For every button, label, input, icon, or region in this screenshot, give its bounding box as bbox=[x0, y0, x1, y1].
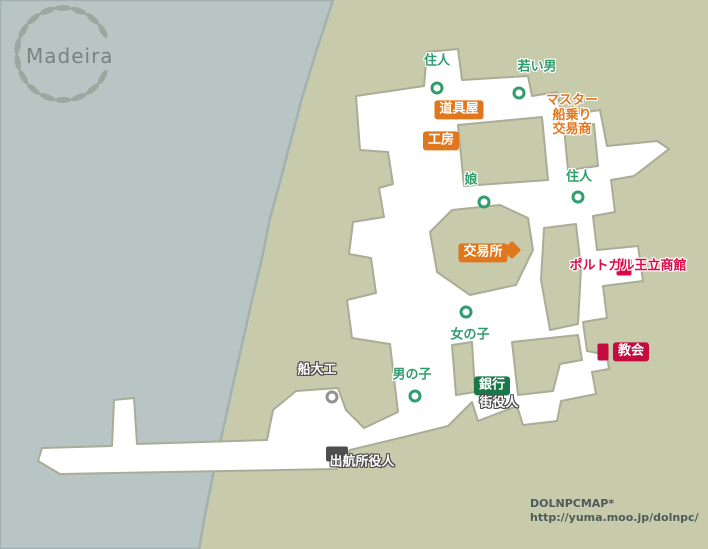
girl-circle[interactable] bbox=[459, 305, 473, 319]
young-man-label-text: 若い男 bbox=[517, 59, 557, 75]
shipwright-label: 船大工 bbox=[297, 362, 337, 379]
royal-trading-house-marker[interactable] bbox=[616, 258, 632, 276]
daughter-label-text: 娘 bbox=[464, 172, 478, 188]
resident-east-label: 住人 bbox=[565, 169, 593, 186]
credit-site-name: DOLNPCMAP* bbox=[530, 497, 615, 510]
laurel-wreath-icon bbox=[14, 5, 108, 103]
credit-site-url: http://yuma.moo.jp/dolnpc/ bbox=[530, 511, 699, 524]
trade-office-box[interactable]: 交易所 bbox=[458, 243, 508, 263]
map-credits: DOLNPCMAP* http://yuma.moo.jp/dolnpc/ bbox=[530, 497, 699, 525]
young-man-label: 若い男 bbox=[517, 59, 557, 76]
resident-north-label-text: 住人 bbox=[423, 53, 451, 69]
tool-shop-box[interactable]: 道具屋 bbox=[434, 100, 484, 120]
master-sailor-trader-label-text: 交易商 bbox=[552, 122, 592, 138]
royal-trading-house-label: ポルトガル王立商館 bbox=[569, 258, 687, 275]
girl-label-text: 女の子 bbox=[450, 327, 490, 343]
resident-north-label: 住人 bbox=[423, 53, 451, 70]
map-title: Madeira bbox=[26, 44, 114, 68]
bank-box[interactable]: 銀行 bbox=[473, 376, 511, 396]
young-man-circle[interactable] bbox=[512, 86, 526, 100]
master-sailor-trader-label-text: 船乗り bbox=[552, 107, 592, 123]
boy-label-text: 男の子 bbox=[392, 367, 432, 383]
resident-east-circle[interactable] bbox=[571, 190, 585, 204]
departure-office-label-text: 出航所役人 bbox=[329, 454, 395, 470]
workshop-box[interactable]: 工房 bbox=[422, 131, 460, 151]
master-sailor-trader-label: マスター船乗り交易商 bbox=[546, 93, 599, 138]
town-official-label-text: 街役人 bbox=[479, 395, 519, 411]
resident-east-label-text: 住人 bbox=[565, 169, 593, 185]
royal-trading-house-label-text: ポルトガル王立商館 bbox=[569, 258, 687, 274]
daughter-label: 娘 bbox=[464, 172, 478, 189]
town-official-label: 街役人 bbox=[479, 395, 519, 412]
girl-label: 女の子 bbox=[450, 327, 490, 344]
departure-office-marker[interactable] bbox=[326, 446, 348, 462]
boy-circle[interactable] bbox=[408, 389, 422, 403]
master-sailor-trader-label-text: マスター bbox=[546, 93, 599, 108]
church-box[interactable]: 教会 bbox=[612, 342, 650, 362]
departure-office-label: 出航所役人 bbox=[329, 454, 395, 471]
resident-north-circle[interactable] bbox=[430, 81, 444, 95]
shipwright-circle[interactable] bbox=[325, 390, 339, 404]
shipwright-label-text: 船大工 bbox=[297, 362, 337, 378]
boy-label: 男の子 bbox=[392, 367, 432, 384]
daughter-circle[interactable] bbox=[477, 195, 491, 209]
sea-region bbox=[0, 0, 335, 549]
church-marker[interactable] bbox=[597, 343, 609, 361]
